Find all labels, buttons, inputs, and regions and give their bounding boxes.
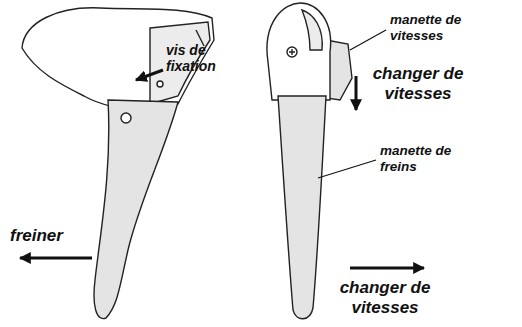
part-label: vis de fixation <box>166 42 230 74</box>
pivot-pin <box>121 113 131 123</box>
part-label: changer de vitesses <box>336 278 434 317</box>
part-label: manette de freins <box>380 143 466 174</box>
part-label: manette de vitesses <box>390 12 476 43</box>
bolt <box>287 47 297 57</box>
front-lever <box>267 3 352 319</box>
brake-lever <box>94 100 178 319</box>
shift-down-arrow <box>355 76 358 110</box>
hood-highlight <box>302 10 322 50</box>
fixing-screw-arrow <box>136 70 163 80</box>
shift-sideways-arrow <box>350 267 424 270</box>
leader-line <box>318 160 376 178</box>
brake-hood-front <box>267 3 331 100</box>
brake-lever-front <box>278 96 326 319</box>
part-label: freiner <box>10 226 100 246</box>
part-label: changer de vitesses <box>370 64 466 103</box>
leader-line <box>350 30 386 50</box>
bolt-cross <box>289 49 295 55</box>
brake-direction-arrow <box>20 257 92 260</box>
fixing-screw <box>157 81 163 87</box>
